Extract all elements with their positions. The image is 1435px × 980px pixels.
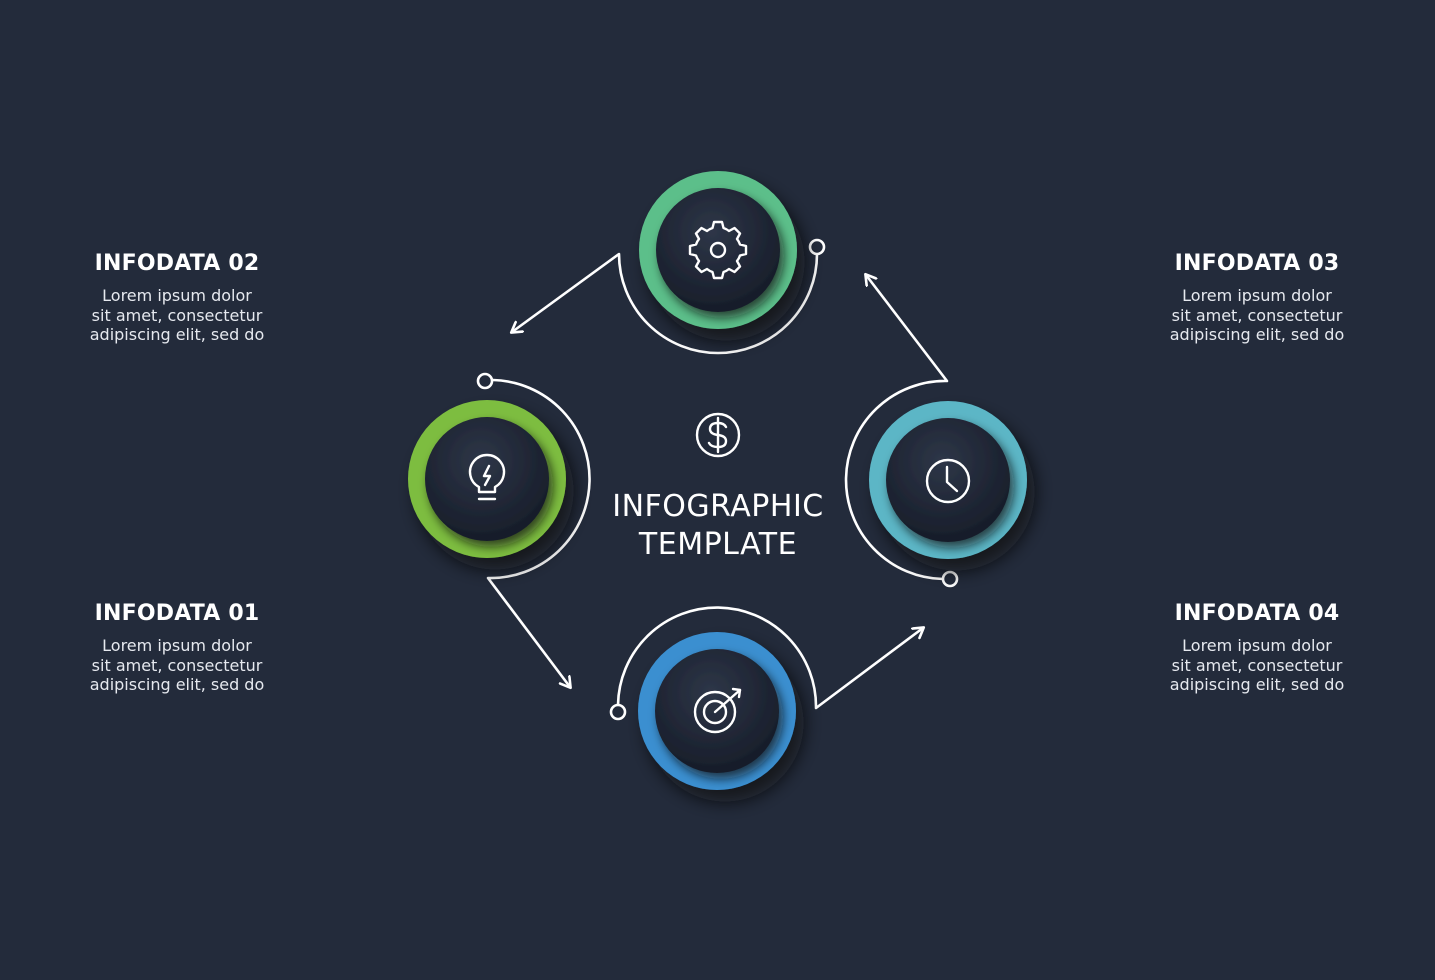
info-text-line: sit amet, consectetur [1171,655,1343,675]
info-title: INFODATA 04 [1174,601,1340,626]
info-text-line: adipiscing elit, sed do [89,675,265,694]
info-title: INFODATA 01 [94,601,260,626]
node-top [639,171,797,329]
connector-left [486,378,591,687]
info-text-line: adipiscing elit, sed do [89,325,265,344]
info-text-line: Lorem ipsum dolor [102,636,252,655]
node-left [408,400,566,558]
info-text-line: adipiscing elit, sed do [1169,325,1345,344]
info-text-line: Lorem ipsum dolor [1182,636,1332,655]
connector-top [512,252,819,355]
node-right [869,401,1027,559]
info-text-line: sit amet, consectetur [91,305,263,325]
info-title: INFODATA 02 [94,251,260,276]
connector-dot-left [476,372,494,390]
connector-dot-bottom [609,703,627,721]
lightbulb-icon [468,453,506,501]
gear-icon [688,220,748,280]
info-block-03: INFODATA 03 Lorem ipsum dolor sit amet, … [1127,251,1387,345]
connector-dots [476,238,959,721]
info-text-line: adipiscing elit, sed do [1169,675,1345,694]
info-text-line: Lorem ipsum dolor [1182,286,1332,305]
info-text-line: sit amet, consectetur [91,655,263,675]
info-block-01: INFODATA 01 Lorem ipsum dolor sit amet, … [47,601,307,695]
info-block-04: INFODATA 04 Lorem ipsum dolor sit amet, … [1127,601,1387,695]
target-icon [693,687,742,734]
info-block-02: INFODATA 02 Lorem ipsum dolor sit amet, … [47,251,307,345]
center-title-line1: INFOGRAPHIC [612,489,824,524]
connector-dot-right [941,570,959,588]
connector-dot-top [808,238,826,256]
node-bottom [638,632,796,790]
clock-icon [925,458,971,504]
info-text-line: sit amet, consectetur [1171,305,1343,325]
center-title: INFOGRAPHIC TEMPLATE [568,488,868,564]
dollar-icon [695,412,741,458]
connector-right [844,275,949,581]
info-text-line: Lorem ipsum dolor [102,286,252,305]
info-title: INFODATA 03 [1174,251,1340,276]
center-title-line2: TEMPLATE [638,527,798,562]
connector-lines [486,252,949,710]
connector-bottom [616,606,923,710]
